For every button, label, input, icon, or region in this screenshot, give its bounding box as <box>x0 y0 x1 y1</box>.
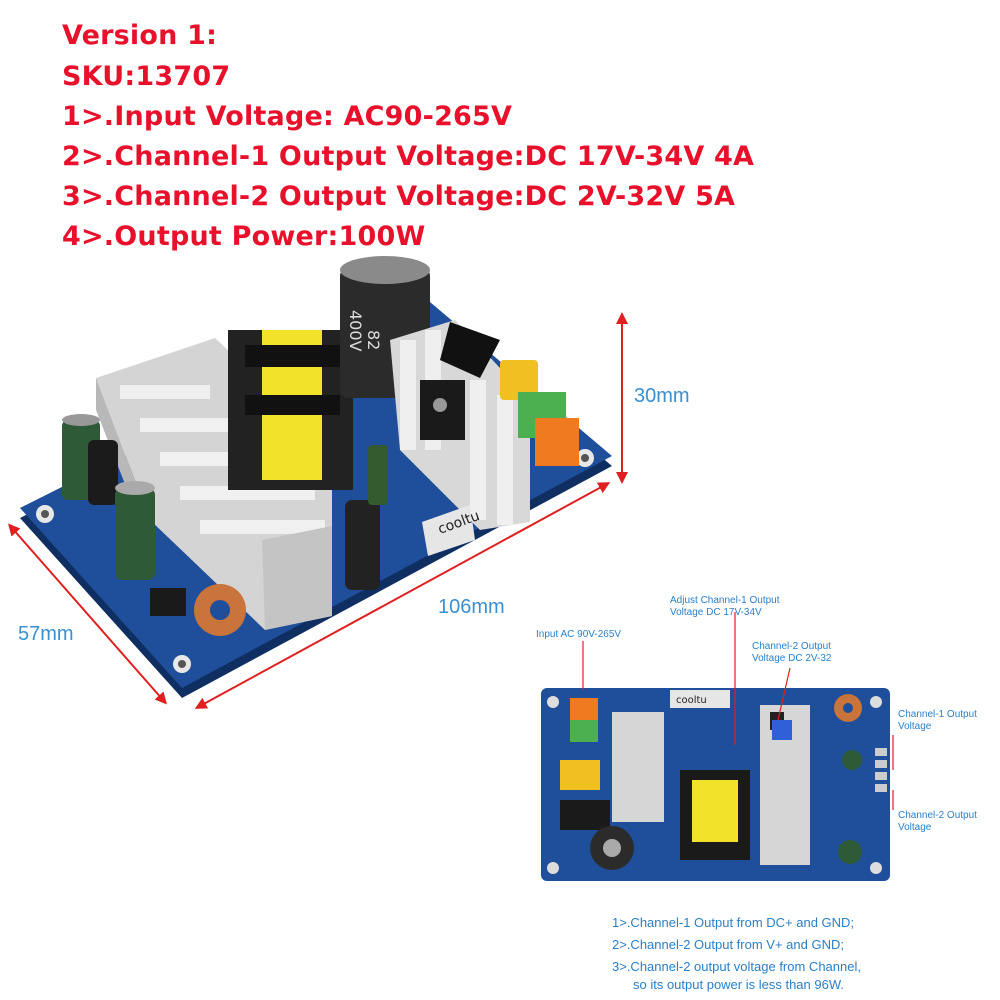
spec-version: Version 1: <box>62 20 218 51</box>
dimension-length-label: 106mm <box>438 596 505 618</box>
note-3-continued: so its output power is less than 96W. <box>633 977 844 992</box>
callout-ch1-output-line2: Voltage <box>898 721 932 732</box>
spec-channel1-output: 2>.Channel-1 Output Voltage:DC 17V-34V 4… <box>62 141 755 172</box>
spec-input-voltage: 1>.Input Voltage: AC90-265V <box>62 101 513 132</box>
callout-ch2-line1: Channel-2 Output <box>752 641 831 652</box>
dimension-height-label: 30mm <box>634 385 690 407</box>
note-2: 2>.Channel-2 Output from V+ and GND; <box>612 937 844 952</box>
callout-ch2-output: Channel-2 Output Voltage <box>898 810 977 834</box>
brand-label-small: cooltu <box>676 695 707 706</box>
secondary-pcb-board: cooltu <box>541 688 890 881</box>
capacitor-value-label: 82 <box>364 330 383 350</box>
dimension-width-label: 57mm <box>18 623 74 645</box>
callout-adjust-ch1-line1: Adjust Channel-1 Output <box>670 595 780 606</box>
callout-ch2-output-line2: Voltage <box>898 822 932 833</box>
callout-adjust-ch1-line2: Voltage DC 17V-34V <box>670 607 762 618</box>
callout-ch1-output: Channel-1 Output Voltage <box>898 709 977 733</box>
transformer <box>228 330 353 490</box>
callout-ch2-adjust: Channel-2 Output Voltage DC 2V-32 <box>752 641 832 665</box>
spec-channel2-output: 3>.Channel-2 Output Voltage:DC 2V-32V 5A <box>62 181 736 212</box>
length-arrow <box>194 482 611 709</box>
callout-ch1-output-line1: Channel-1 Output <box>898 709 977 720</box>
callout-input-ac: Input AC 90V-265V <box>536 629 622 640</box>
spec-sku: SKU:13707 <box>62 61 231 92</box>
capacitor-voltage-label: 400V <box>346 310 365 352</box>
width-arrow <box>8 523 167 705</box>
note-1: 1>.Channel-1 Output from DC+ and GND; <box>612 915 855 930</box>
spec-output-power: 4>.Output Power:100W <box>62 221 426 252</box>
callout-ch2-output-line1: Channel-2 Output <box>898 810 977 821</box>
callout-ch2-line2: Voltage DC 2V-32 <box>752 653 832 664</box>
note-3: 3>.Channel-2 output voltage from Channel… <box>612 959 861 974</box>
callout-lines <box>582 612 894 810</box>
callout-adjust-ch1: Adjust Channel-1 Output Voltage DC 17V-3… <box>670 595 780 619</box>
